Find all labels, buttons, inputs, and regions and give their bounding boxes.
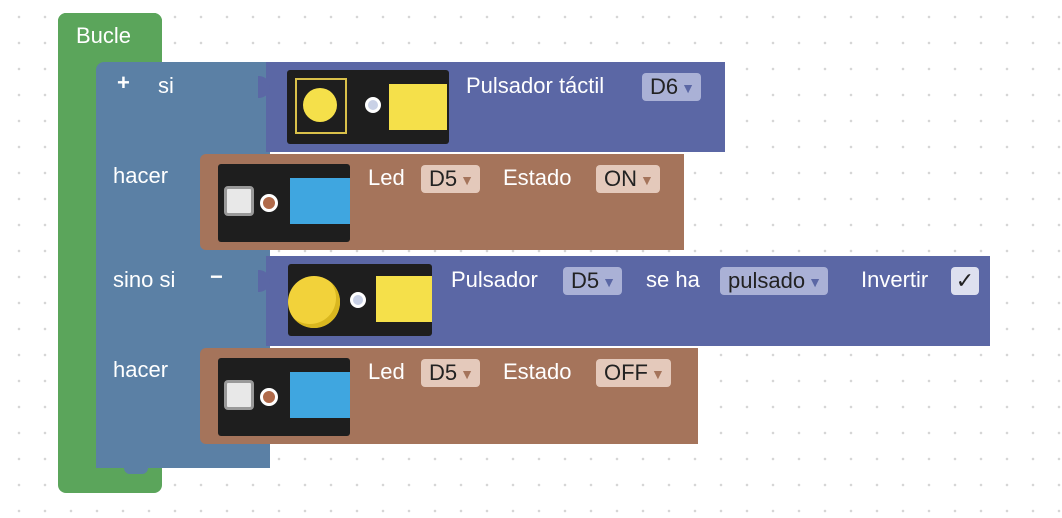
touch-pad-frame-icon bbox=[295, 78, 347, 134]
loop-block-top-bar bbox=[58, 13, 162, 61]
touch-sensor-connector bbox=[258, 76, 270, 98]
connector-header-icon bbox=[389, 84, 447, 130]
led-off-module-image bbox=[218, 358, 350, 436]
chevron-down-icon: ▼ bbox=[808, 274, 822, 290]
led-bulb-icon bbox=[224, 186, 254, 216]
button-sensor-invert-label: Invertir bbox=[861, 267, 929, 292]
chevron-down-icon: ▼ bbox=[460, 366, 474, 382]
remove-branch-icon[interactable]: − bbox=[210, 264, 223, 289]
led-on-pin-value: D5 bbox=[429, 166, 458, 191]
connector-header-icon bbox=[376, 276, 432, 322]
do-label-2: hacer bbox=[113, 357, 169, 382]
button-sensor-pin-value: D5 bbox=[571, 268, 600, 293]
led-off-pin-dropdown[interactable]: D5▼ bbox=[421, 359, 480, 387]
touch-sensor-pin-value: D6 bbox=[650, 74, 679, 99]
button-sensor-module-image bbox=[288, 264, 432, 336]
touch-sensor-module-image bbox=[287, 70, 449, 144]
chevron-down-icon: ▼ bbox=[651, 366, 665, 382]
resistor-icon bbox=[260, 388, 278, 406]
if-label: si bbox=[158, 73, 174, 98]
led-indicator-icon bbox=[350, 292, 366, 308]
chevron-down-icon: ▼ bbox=[602, 274, 616, 290]
led-indicator-icon bbox=[365, 97, 381, 113]
chevron-down-icon: ▼ bbox=[681, 80, 695, 96]
led-on-pin-dropdown[interactable]: D5▼ bbox=[421, 165, 480, 193]
button-sensor-pressed-label: se ha bbox=[646, 267, 700, 292]
led-on-state-value: ON bbox=[604, 166, 637, 191]
led-on-state-dropdown[interactable]: ON▼ bbox=[596, 165, 660, 193]
button-sensor-connector bbox=[258, 270, 270, 292]
led-on-label: Led bbox=[368, 165, 405, 190]
touch-pad-icon bbox=[303, 88, 337, 122]
led-off-label: Led bbox=[368, 359, 405, 384]
led-off-state-label: Estado bbox=[503, 359, 572, 384]
invert-checkbox[interactable]: ✓ bbox=[951, 267, 979, 295]
if-block-bottom-notch bbox=[124, 468, 148, 474]
resistor-icon bbox=[260, 194, 278, 212]
touch-sensor-pin-dropdown[interactable]: D6▼ bbox=[642, 73, 701, 101]
button-sensor-label: Pulsador bbox=[451, 267, 538, 292]
button-sensor-pin-dropdown[interactable]: D5▼ bbox=[563, 267, 622, 295]
do-label: hacer bbox=[113, 163, 169, 188]
led-off-state-dropdown[interactable]: OFF▼ bbox=[596, 359, 671, 387]
led-bulb-icon bbox=[224, 380, 254, 410]
button-sensor-event-value: pulsado bbox=[728, 268, 806, 293]
touch-sensor-label: Pulsador táctil bbox=[466, 73, 605, 98]
led-off-pin-value: D5 bbox=[429, 360, 458, 385]
chevron-down-icon: ▼ bbox=[460, 172, 474, 188]
connector-header-icon bbox=[290, 372, 350, 418]
connector-header-icon bbox=[290, 178, 350, 224]
led-off-state-value: OFF bbox=[604, 360, 648, 385]
chevron-down-icon: ▼ bbox=[640, 172, 654, 188]
add-branch-icon[interactable]: + bbox=[117, 70, 130, 95]
else-if-label: sino si bbox=[113, 267, 176, 292]
push-button-icon bbox=[288, 276, 340, 328]
if-block-bottom-arm bbox=[96, 444, 270, 468]
loop-label: Bucle bbox=[76, 23, 132, 48]
led-on-module-image bbox=[218, 164, 350, 242]
led-on-state-label: Estado bbox=[503, 165, 572, 190]
button-sensor-event-dropdown[interactable]: pulsado▼ bbox=[720, 267, 828, 295]
